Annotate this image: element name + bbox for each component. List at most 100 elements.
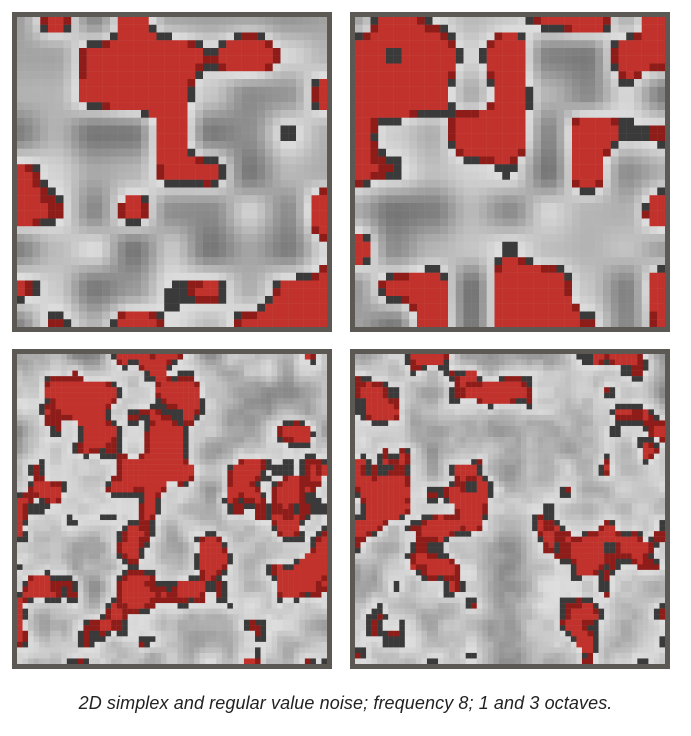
noise-cell (355, 141, 363, 149)
noise-cell (303, 40, 312, 49)
noise-cell (166, 481, 173, 488)
noise-cell (138, 564, 145, 571)
noise-cell (83, 625, 90, 631)
noise-cell (626, 63, 635, 72)
noise-cell (138, 647, 145, 654)
noise-cell (280, 110, 289, 118)
noise-cell (564, 280, 573, 289)
noise-cell (94, 409, 101, 416)
noise-cell (79, 110, 87, 118)
noise-cell (105, 409, 112, 416)
noise-cell (144, 453, 151, 460)
noise-cell (61, 481, 67, 488)
noise-cell (105, 569, 112, 576)
noise-cell (105, 658, 112, 664)
noise-cell (649, 210, 658, 219)
noise-cell (32, 94, 41, 103)
noise-cell (510, 17, 518, 25)
noise-cell (249, 234, 258, 242)
noise-cell (579, 272, 588, 281)
noise-cell (564, 187, 573, 196)
noise-cell (187, 218, 196, 227)
noise-cell (111, 558, 117, 565)
noise-cell (94, 381, 101, 388)
noise-cell (77, 658, 84, 664)
noise-cell (100, 387, 106, 393)
noise-cell (133, 117, 142, 126)
noise-cell (378, 148, 387, 157)
noise-cell (424, 40, 433, 49)
noise-cell (195, 179, 204, 188)
noise-cell (77, 575, 84, 582)
noise-cell (440, 187, 449, 196)
noise-cell (133, 102, 142, 111)
noise-cell (48, 249, 56, 258)
noise-cell (533, 203, 542, 211)
noise-cell (164, 48, 173, 56)
noise-cell (44, 636, 51, 643)
noise-cell (17, 249, 25, 258)
noise-cell (17, 365, 23, 371)
noise-cell (172, 40, 180, 49)
noise-cell (502, 303, 511, 312)
noise-cell (409, 272, 418, 281)
noise-cell (17, 234, 25, 242)
noise-cell (370, 86, 379, 95)
noise-cell (218, 148, 227, 157)
noise-cell (603, 218, 611, 227)
noise-cell (564, 234, 573, 242)
noise-cell (603, 187, 611, 196)
noise-cell (355, 117, 363, 126)
noise-cell (24, 125, 33, 134)
noise-cell (17, 614, 23, 620)
noise-cell (401, 210, 410, 219)
noise-cell (556, 141, 565, 149)
noise-cell (183, 503, 189, 510)
noise-cell (203, 203, 211, 211)
noise-cell (122, 481, 128, 488)
noise-cell (172, 509, 178, 515)
noise-cell (471, 179, 480, 188)
noise-cell (160, 354, 167, 360)
noise-cell (203, 94, 211, 103)
noise-cell (149, 630, 156, 637)
noise-cell (517, 303, 526, 312)
noise-cell (164, 94, 173, 103)
noise-cell (111, 503, 117, 510)
noise-cell (44, 658, 51, 664)
noise-cell (440, 94, 449, 103)
noise-cell (77, 464, 84, 471)
noise-cell (210, 110, 219, 118)
noise-cell (257, 117, 266, 126)
noise-cell (486, 195, 495, 204)
noise-cell (88, 398, 95, 404)
noise-cell (22, 625, 29, 631)
noise-cell (166, 531, 173, 537)
noise-cell (66, 564, 73, 571)
noise-cell (541, 311, 549, 320)
noise-cell (393, 48, 402, 56)
noise-cell (234, 156, 242, 165)
noise-cell (33, 359, 40, 366)
noise-cell (502, 241, 511, 250)
noise-cell (71, 117, 80, 126)
noise-cell (17, 453, 23, 460)
noise-cell (564, 40, 573, 49)
noise-cell (172, 125, 180, 134)
noise-cell (94, 481, 101, 488)
noise-cell (127, 569, 134, 576)
noise-cell (595, 272, 604, 281)
noise-cell (401, 280, 410, 289)
noise-cell (218, 234, 227, 242)
noise-cell (362, 17, 371, 25)
noise-cell (71, 234, 80, 242)
noise-cell (471, 195, 480, 204)
noise-cell (548, 179, 557, 188)
noise-cell (88, 547, 95, 554)
noise-cell (111, 520, 117, 526)
noise-cell (138, 652, 145, 659)
noise-cell (494, 303, 503, 312)
noise-cell (86, 141, 95, 149)
noise-cell (179, 303, 188, 312)
noise-cell (83, 370, 90, 377)
